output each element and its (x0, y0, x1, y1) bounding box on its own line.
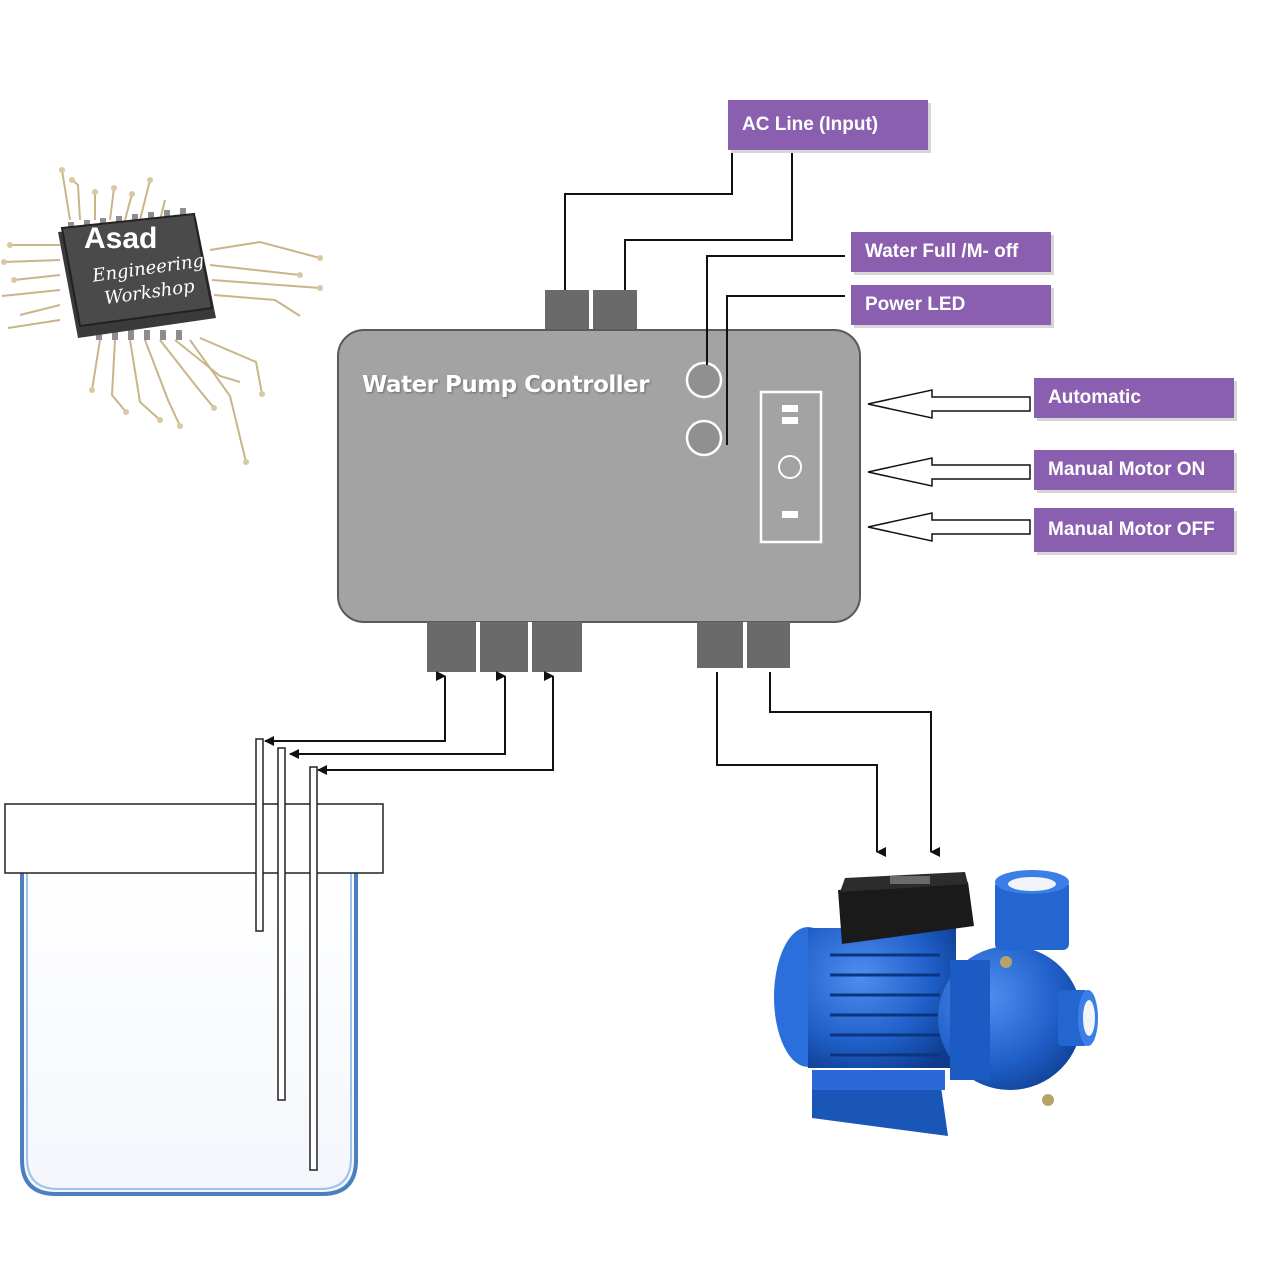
label-automatic: Automatic (1034, 378, 1234, 418)
tank-lid (4, 803, 384, 874)
asad-engineering-workshop-logo: Asad Engineering Workshop (0, 150, 330, 470)
mode-switch[interactable] (759, 390, 823, 544)
controller-body (337, 329, 861, 623)
label-water-full: Water Full /M- off (851, 232, 1051, 272)
automatic-position-mark-2 (782, 417, 798, 424)
controller-title: Water Pump Controller (362, 372, 650, 398)
sensor-terminal-block (427, 622, 582, 672)
label-manual-motor-on: Manual Motor ON (1034, 450, 1234, 490)
led-wires (706, 255, 845, 445)
manual-off-position-mark (782, 511, 798, 518)
ac-line-wires (564, 150, 793, 292)
chip-icon (1, 167, 323, 465)
label-manual-motor-off: Manual Motor OFF (1034, 508, 1234, 552)
motor-terminal-block (697, 622, 790, 668)
top-terminal-block (545, 290, 637, 330)
logo-text-asad: Asad (84, 222, 158, 255)
probe-low (309, 766, 318, 1171)
sensor-wires (264, 671, 554, 775)
label-power-led: Power LED (851, 285, 1051, 325)
probe-high (255, 738, 264, 932)
water-pump-image (774, 870, 1098, 1136)
automatic-position-mark (782, 405, 798, 412)
switch-arrows (867, 389, 1031, 542)
water-full-led (685, 361, 723, 399)
power-led (685, 419, 723, 457)
water-tank (4, 803, 384, 1196)
manual-on-position-mark (778, 455, 802, 479)
label-ac-line: AC Line (Input) (728, 100, 928, 150)
probe-mid (277, 747, 286, 1101)
motor-wires (716, 672, 940, 857)
water-level-probes (255, 738, 318, 1171)
